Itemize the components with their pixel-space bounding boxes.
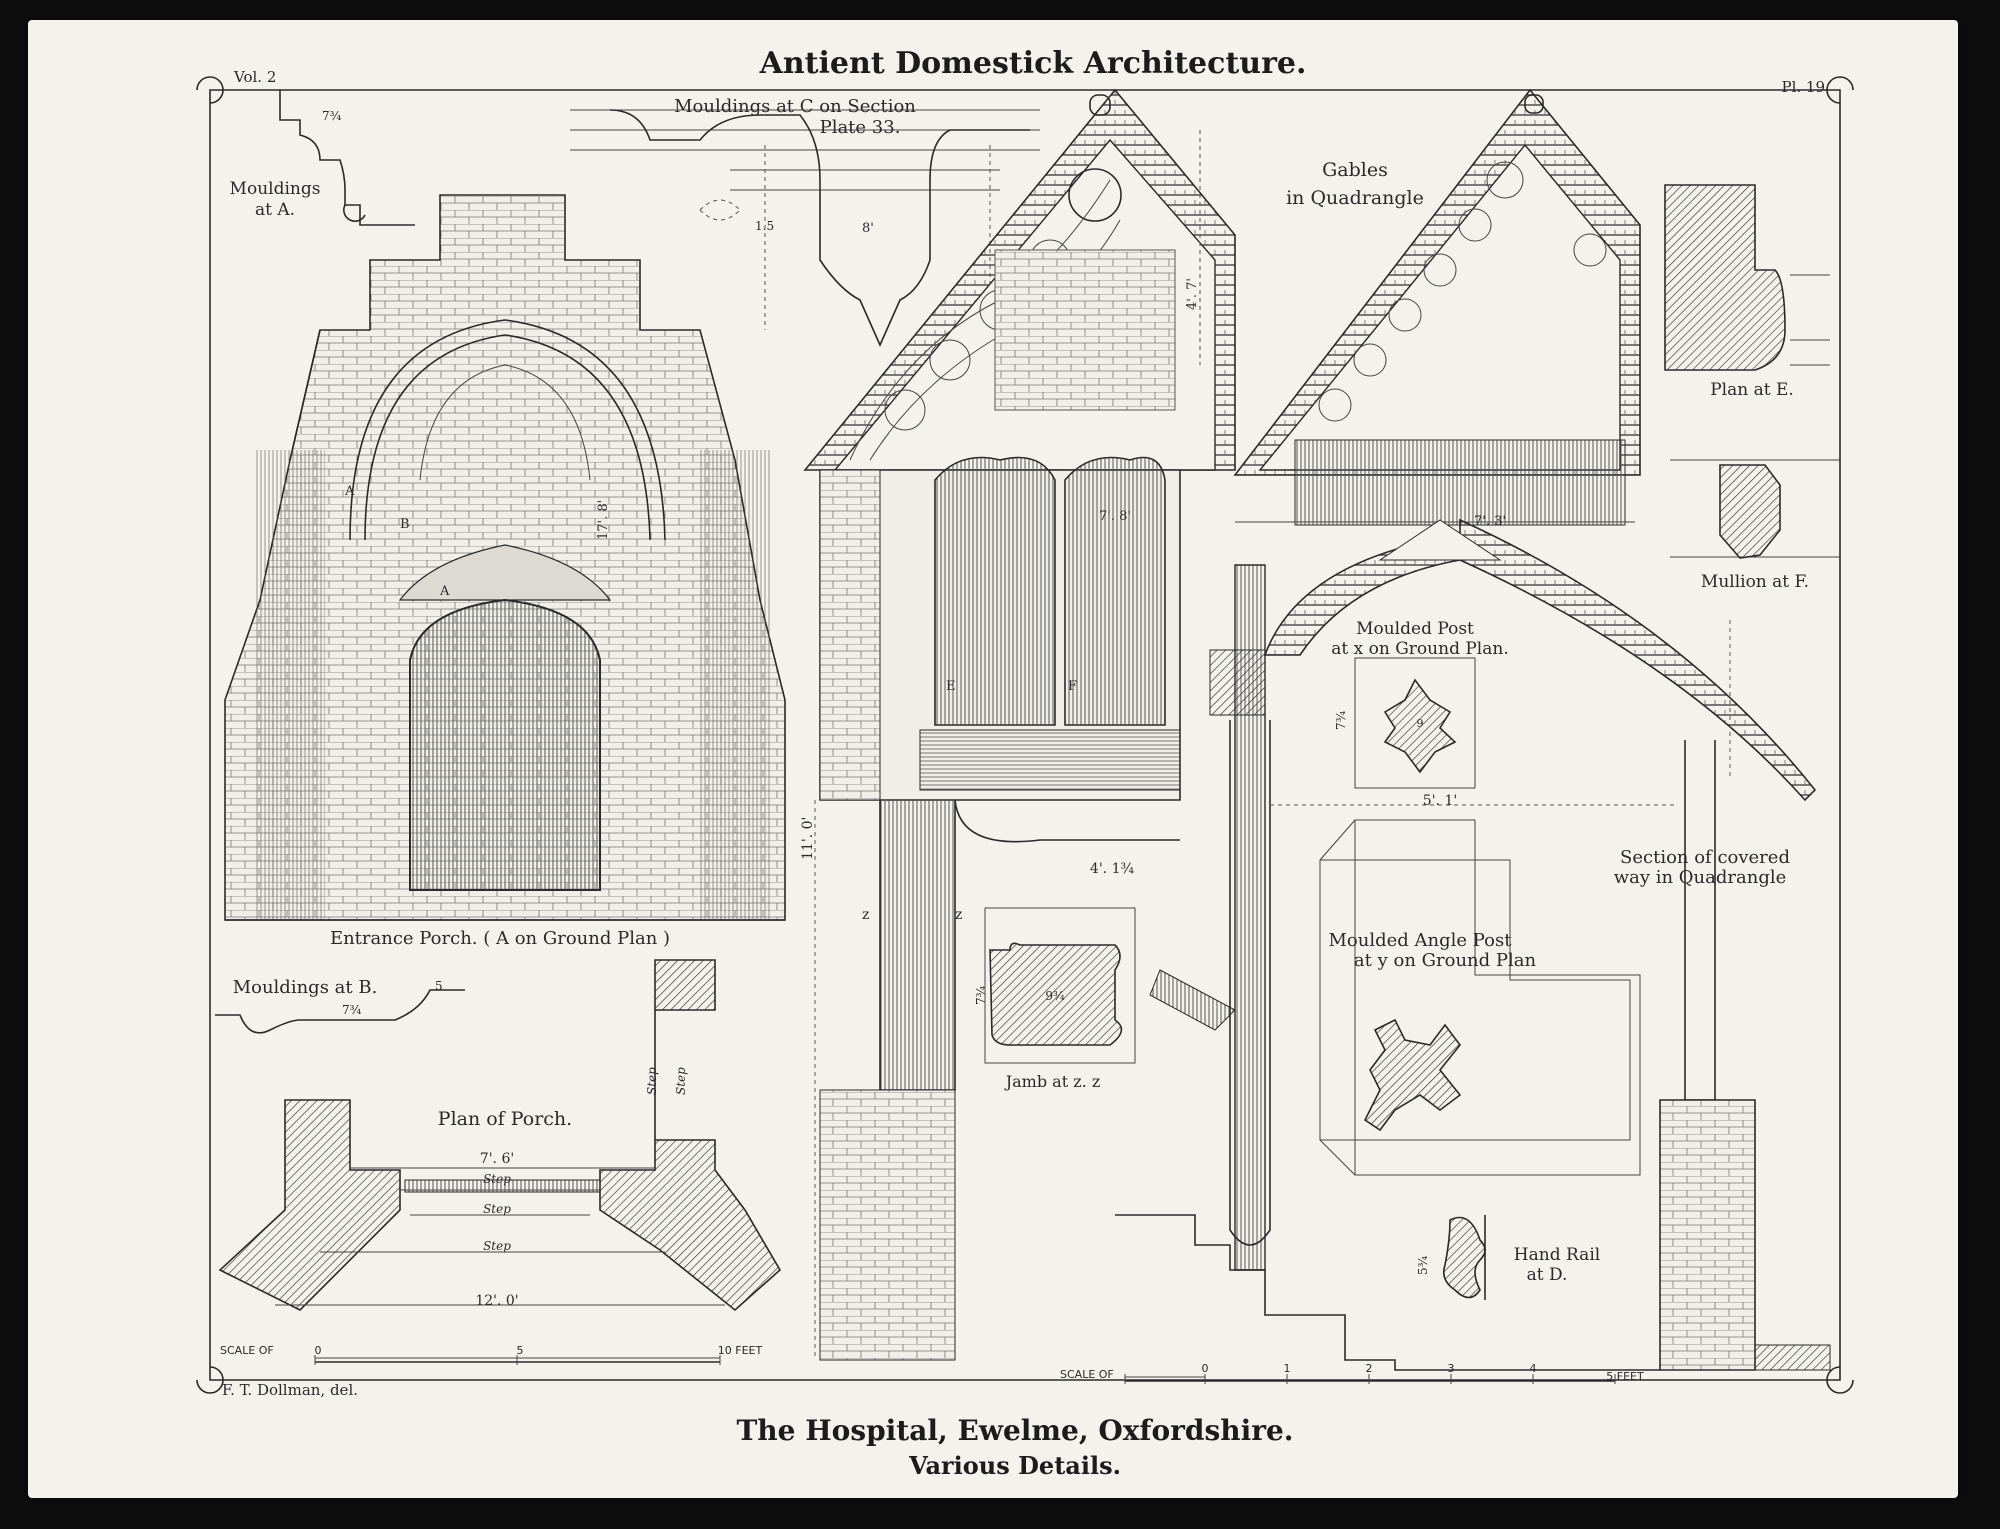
svg-text:9¾: 9¾ xyxy=(1045,989,1065,1003)
svg-text:7¾: 7¾ xyxy=(322,109,342,123)
svg-text:0: 0 xyxy=(1202,1362,1209,1375)
label-angle-post-2: at y on Ground Plan xyxy=(1354,950,1537,971)
svg-text:5¾: 5¾ xyxy=(1416,1255,1430,1275)
label-plan-e: Plan at E. xyxy=(1710,380,1794,400)
label-moulded-post: Moulded Post xyxy=(1356,619,1474,639)
credit: F. T. Dollman, del. xyxy=(222,1381,358,1399)
label-plan-porch: Plan of Porch. xyxy=(438,1108,572,1130)
covered-way-section xyxy=(1115,518,1831,1371)
svg-text:SCALE OF: SCALE OF xyxy=(1060,1368,1114,1381)
mouldings-at-a: 7¾ xyxy=(279,90,415,226)
label-hand-rail-2: at D. xyxy=(1527,1265,1568,1285)
scale-bar-1 xyxy=(314,1355,721,1365)
svg-text:4'. 7': 4'. 7' xyxy=(1185,278,1200,310)
svg-text:Step: Step xyxy=(483,1202,511,1216)
gable-tracery-right xyxy=(1318,161,1607,422)
label-plate-33: Plate 33. xyxy=(820,117,901,138)
svg-text:5 FEET: 5 FEET xyxy=(1606,1370,1644,1383)
svg-text:z: z xyxy=(862,907,869,923)
plan-of-porch xyxy=(218,959,782,1312)
volume-label: Vol. 2 xyxy=(233,68,276,86)
svg-text:4'. 1¾: 4'. 1¾ xyxy=(1090,861,1135,877)
hand-rail-section xyxy=(1442,1215,1486,1300)
svg-text:A: A xyxy=(439,584,450,599)
svg-text:7¾: 7¾ xyxy=(342,1003,362,1017)
svg-text:8': 8' xyxy=(862,221,874,236)
svg-text:7¾: 7¾ xyxy=(974,985,988,1005)
svg-text:10 FEET: 10 FEET xyxy=(718,1344,763,1357)
svg-text:Step: Step xyxy=(674,1067,688,1095)
entrance-porch-elevation xyxy=(224,194,786,921)
svg-text:17'. 8': 17'. 8' xyxy=(596,500,611,540)
svg-text:SCALE OF: SCALE OF xyxy=(220,1344,274,1357)
svg-text:0: 0 xyxy=(315,1344,322,1357)
svg-text:E: E xyxy=(946,679,956,694)
svg-text:A: A xyxy=(344,484,355,499)
mouldings-at-c: 8' 1.5 xyxy=(570,109,1040,347)
svg-text:7'. 8': 7'. 8' xyxy=(1099,509,1131,524)
mouldings-at-b: 7¾ 5 xyxy=(215,979,465,1034)
label-jamb: Jamb at z. z xyxy=(1004,1072,1101,1091)
label-hand-rail: Hand Rail xyxy=(1514,1245,1600,1265)
plate-number: Pl. 19 xyxy=(1781,78,1825,96)
gable-elevation-center xyxy=(803,88,1236,1361)
label-entrance-porch: Entrance Porch. ( A on Ground Plan ) xyxy=(330,928,670,949)
svg-text:4: 4 xyxy=(1530,1362,1537,1375)
label-section-covered-2: way in Quadrangle xyxy=(1614,867,1787,888)
svg-text:5: 5 xyxy=(517,1344,524,1357)
moulded-post-plan xyxy=(1354,657,1476,789)
label-mullion-f: Mullion at F. xyxy=(1701,572,1809,592)
svg-text:Step: Step xyxy=(483,1239,511,1253)
footer-subtitle: Various Details. xyxy=(908,1451,1121,1480)
jamb-section xyxy=(984,907,1136,1064)
svg-text:7'. 3': 7'. 3' xyxy=(1474,514,1506,529)
svg-text:F: F xyxy=(1068,679,1077,694)
svg-text:2: 2 xyxy=(1366,1362,1373,1375)
label-mouldings-b: Mouldings at B. xyxy=(233,977,378,998)
label-mouldings-a: Mouldings xyxy=(230,179,321,199)
svg-text:z: z xyxy=(955,907,962,923)
svg-text:11'. 0': 11'. 0' xyxy=(800,817,816,860)
label-mouldings-a-2: at A. xyxy=(255,200,295,220)
label-gables-2: in Quadrangle xyxy=(1286,187,1424,209)
mullion-at-f xyxy=(1670,459,1840,559)
footer-title: The Hospital, Ewelme, Oxfordshire. xyxy=(736,1414,1293,1447)
scale-bar-2 xyxy=(1124,1374,1616,1384)
svg-text:Step: Step xyxy=(483,1172,511,1186)
label-mouldings-c: Mouldings at C on Section xyxy=(674,96,916,117)
plate-title: Antient Domestick Architecture. xyxy=(759,46,1307,81)
svg-text:1: 1 xyxy=(1284,1362,1291,1375)
gable-elevation-right xyxy=(1233,88,1641,526)
label-gables: Gables xyxy=(1322,159,1388,181)
svg-text:B: B xyxy=(400,517,410,532)
svg-text:3: 3 xyxy=(1448,1362,1455,1375)
label-moulded-post-2: at x on Ground Plan. xyxy=(1331,639,1508,659)
svg-text:7'. 6': 7'. 6' xyxy=(480,1151,514,1167)
svg-text:Step: Step xyxy=(645,1067,659,1095)
svg-text:1.5: 1.5 xyxy=(755,219,774,233)
svg-text:5'. 1': 5'. 1' xyxy=(1423,793,1457,809)
label-section-covered: Section of covered xyxy=(1620,847,1790,868)
svg-text:12'. 0': 12'. 0' xyxy=(475,1293,518,1309)
plan-at-e xyxy=(1664,184,1830,371)
angle-post-plan xyxy=(1319,819,1641,1176)
svg-text:9: 9 xyxy=(1417,717,1424,730)
svg-text:5: 5 xyxy=(435,979,443,993)
svg-text:7¾: 7¾ xyxy=(1334,710,1348,730)
label-angle-post: Moulded Angle Post xyxy=(1329,930,1513,951)
plate-frame xyxy=(196,76,1854,1394)
